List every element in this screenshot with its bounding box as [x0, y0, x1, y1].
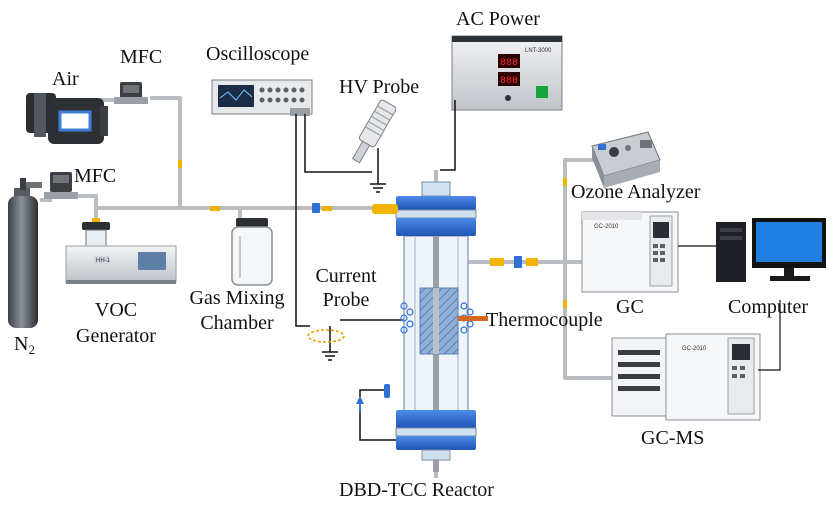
hv-probe-label: HV Probe: [339, 76, 420, 98]
n2-subscript: 2: [28, 342, 35, 357]
current-probe-label-line2: Probe: [322, 289, 370, 311]
gcms-panel-text: GC-2010: [682, 346, 707, 352]
gas-lines: [40, 96, 612, 478]
thermocouple-label: Thermocouple: [486, 309, 603, 331]
gc-panel-text: GC-2010: [594, 224, 619, 230]
ac-power-label: AC Power: [456, 8, 540, 30]
computer-label: Computer: [728, 296, 808, 318]
n2-label: N2: [14, 334, 35, 356]
gas-mixing-chamber-icon: [231, 218, 273, 286]
voc-panel-text: HH-1: [96, 258, 111, 264]
n2-main: N: [14, 333, 29, 355]
current-probe-icon: [307, 329, 345, 343]
gas-mixing-label-line2: Chamber: [200, 312, 274, 334]
gc-ms-label: GC-MS: [641, 427, 705, 449]
reactor-label: DBD-TCC Reactor: [339, 479, 494, 501]
gas-cylinder-icon: [8, 178, 42, 328]
gc-ms-instrument-icon: GC-2010: [611, 300, 781, 421]
gc-instrument-icon: GC-2010: [581, 211, 718, 293]
mfc-bottom-label: MFC: [74, 165, 117, 187]
air-compressor-icon: [26, 93, 108, 144]
svg-text:888: 888: [500, 58, 518, 69]
ground-icon: [322, 351, 338, 361]
voc-label-line1: VOC: [94, 299, 138, 321]
ac-panel-text: LNT-3000: [525, 48, 552, 54]
thermocouple-icon: [458, 316, 488, 321]
dbd-reactor-icon: [372, 181, 477, 472]
mfc-top-label: MFC: [120, 46, 163, 68]
ozone-analyzer-label: Ozone Analyzer: [571, 181, 701, 203]
mfc-icon: [44, 172, 78, 199]
gas-mixing-label-line1: Gas Mixing: [189, 287, 285, 309]
current-probe-label-line1: Current: [315, 265, 377, 287]
flow-arrow-icon: [356, 396, 364, 412]
computer-icon: [716, 218, 826, 282]
hv-probe-icon: [351, 99, 397, 164]
air-label: Air: [52, 68, 79, 90]
ground-icon: [370, 183, 386, 193]
valve-icon: [312, 203, 538, 268]
svg-text:888: 888: [500, 76, 518, 87]
voc-generator-icon: HH-1: [65, 222, 177, 284]
electrical-wires: [295, 100, 456, 441]
ozone-analyzer-icon: [591, 131, 661, 188]
oscilloscope-icon: [211, 79, 313, 116]
mfc-icon: [114, 82, 148, 104]
pipe-joints: [92, 160, 567, 308]
gc-label: GC: [616, 296, 644, 318]
oscilloscope-label: Oscilloscope: [206, 43, 310, 65]
voc-label-line2: Generator: [76, 325, 156, 347]
ac-power-supply-icon: LNT-3000 888 888: [451, 35, 563, 111]
